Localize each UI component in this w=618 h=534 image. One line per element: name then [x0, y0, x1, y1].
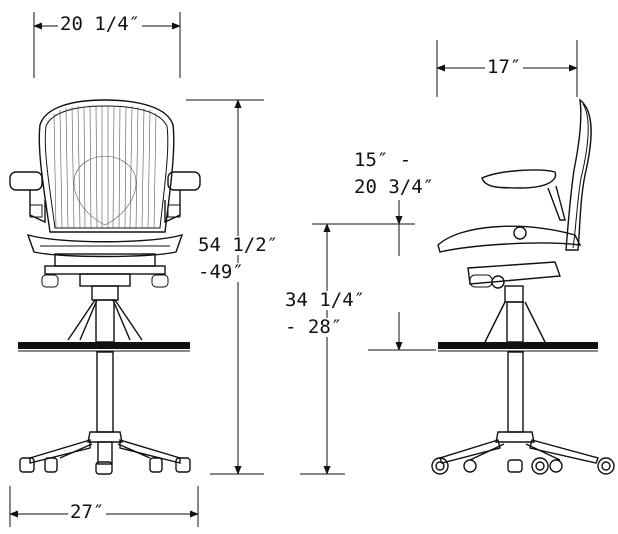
front-right-arm — [164, 171, 201, 224]
side-base — [439, 431, 599, 464]
side-backrest — [565, 98, 592, 251]
side-gas-cylinder — [507, 351, 524, 433]
front-width-label: 20 1/4″ — [58, 13, 143, 35]
side-seat — [437, 225, 582, 253]
front-gas-cylinder — [96, 351, 114, 433]
side-depth-label: 17″ — [485, 56, 524, 78]
front-left-arm — [9, 171, 46, 224]
front-seat — [26, 233, 184, 258]
front-column — [67, 285, 143, 343]
arm-height-dimension — [368, 200, 436, 351]
seat-height-label-2: - 28″ — [283, 316, 345, 338]
front-backrest — [38, 99, 175, 233]
arm-range-label-2: 20 3/4″ — [352, 176, 437, 198]
front-view-chair — [9, 99, 201, 475]
side-foot-ring — [438, 342, 598, 352]
side-mechanism — [467, 261, 561, 303]
side-arm — [481, 169, 566, 221]
side-view-chair — [431, 98, 615, 475]
seat-height-label-1: 34 1/4″ — [283, 289, 368, 311]
seat-height-dimension — [300, 223, 415, 475]
front-casters — [19, 457, 191, 475]
front-mechanism — [41, 253, 169, 288]
overall-height-label-1: 54 1/2″ — [196, 234, 281, 256]
front-base — [29, 431, 181, 465]
arm-range-label-1: 15″ - — [352, 149, 414, 171]
side-casters — [431, 457, 615, 475]
front-foot-ring — [18, 342, 190, 352]
overall-height-dimension — [186, 99, 264, 475]
base-width-label: 27″ — [68, 501, 107, 523]
front-backrest-mesh — [53, 105, 157, 229]
overall-height-label-2: -49″ — [196, 261, 246, 283]
side-column — [484, 301, 546, 343]
